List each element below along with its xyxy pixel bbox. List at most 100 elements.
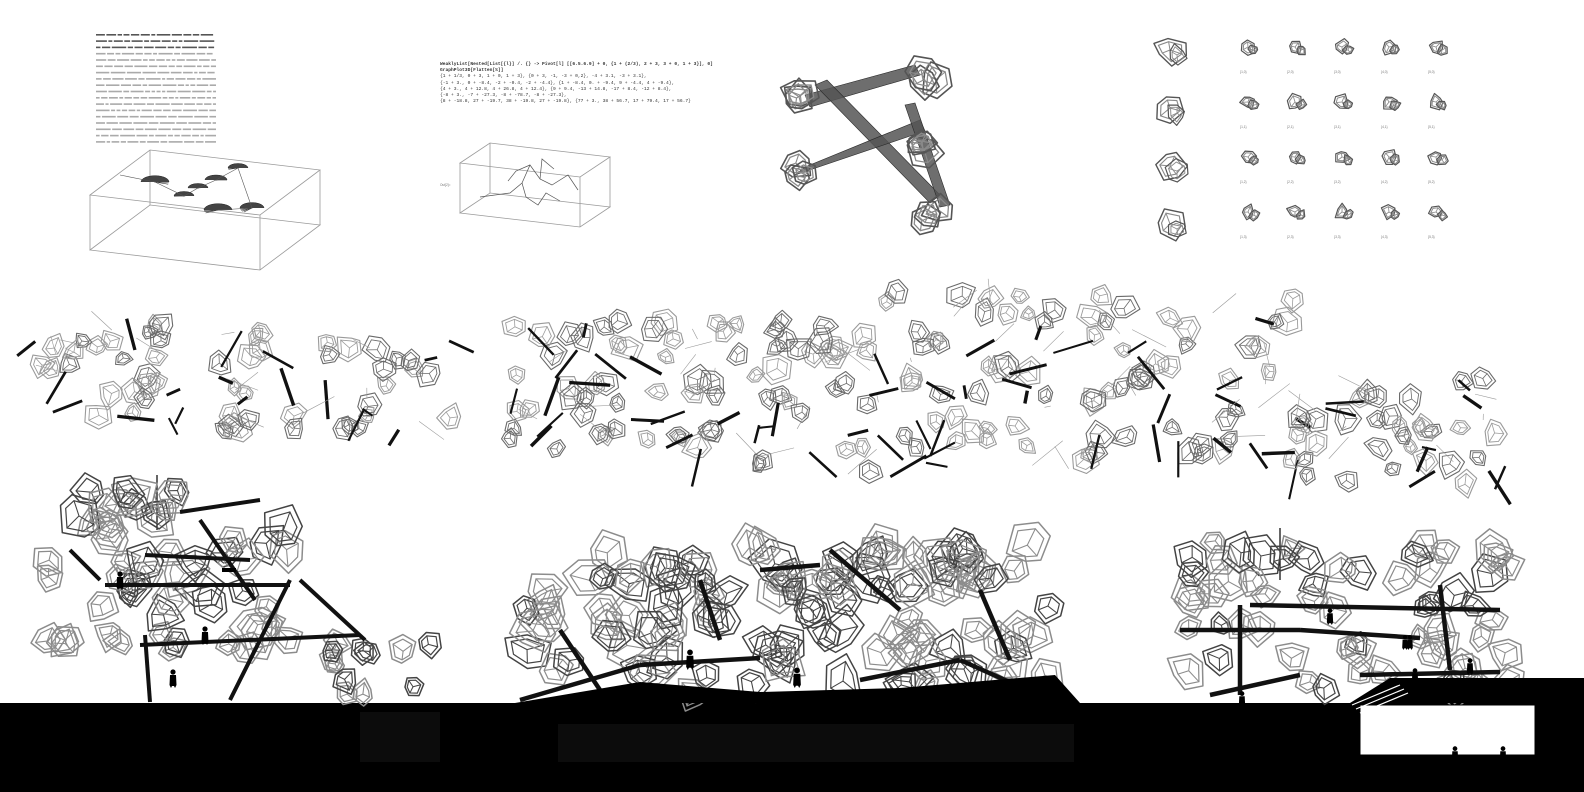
crystal-rib — [1435, 643, 1444, 651]
crystal-rib — [551, 355, 556, 366]
code-text-mark — [101, 97, 108, 99]
crystal-rib — [419, 372, 430, 374]
crystal-inner — [355, 681, 371, 704]
crystal-module — [583, 592, 624, 631]
crystal-outline — [1153, 37, 1188, 67]
crystal-rib — [981, 311, 986, 323]
crystal-rib — [73, 500, 80, 517]
code-text-mark — [130, 90, 144, 93]
crystal-rib — [898, 434, 905, 437]
code-text-mark — [172, 128, 182, 131]
crystal-inner — [1441, 454, 1461, 476]
crystal-rib — [729, 323, 737, 324]
code-text-mark — [140, 115, 155, 118]
crystal-rib — [603, 319, 606, 328]
crystal-outline — [324, 653, 346, 675]
crystal-rib — [653, 604, 667, 610]
crystal-rib — [255, 330, 261, 337]
crystal-rib — [971, 430, 981, 440]
crystal-module — [29, 354, 56, 380]
crystal-rib — [132, 588, 147, 591]
person-head — [794, 667, 800, 674]
crystal-rib — [880, 652, 888, 666]
crystal-rib — [991, 368, 1002, 371]
crystal-outline — [647, 581, 684, 630]
crystal-rib — [109, 521, 121, 527]
crystal-rib — [619, 573, 632, 584]
structural-strut — [690, 448, 703, 487]
crystal-outline — [1280, 288, 1304, 314]
crystal-rib — [603, 326, 612, 333]
crystal-rib — [1264, 587, 1269, 595]
crystal-outline — [41, 332, 65, 358]
crystal-module — [1438, 450, 1466, 480]
crystal-rib — [1250, 214, 1255, 217]
crystal-rib — [595, 609, 605, 620]
crystal-outline — [806, 616, 841, 653]
crystal-inner — [1438, 211, 1447, 220]
crystal-rib — [1159, 164, 1171, 167]
crystal-outline — [592, 372, 620, 397]
structural-strut — [52, 399, 83, 414]
code-text-mark — [203, 65, 210, 68]
crystal-inner — [522, 402, 537, 416]
crystal-outline — [1364, 385, 1387, 409]
crystal-rib — [1259, 616, 1261, 628]
crystal-inner — [702, 373, 721, 391]
code-text-mark — [121, 109, 128, 112]
crystal-inner — [109, 566, 134, 589]
crystal-rib — [976, 382, 981, 393]
person-head — [1402, 635, 1408, 640]
crystal-outline — [980, 355, 998, 377]
crystal-rib — [1443, 549, 1450, 560]
crystal-rib — [90, 491, 96, 501]
structural-strut — [1053, 339, 1094, 354]
crystal-rib — [704, 581, 713, 589]
crystal-module — [1112, 376, 1131, 398]
crystal-rib — [965, 537, 968, 554]
crystal-rib — [219, 643, 229, 648]
crystal-rib — [1397, 435, 1405, 437]
thin-connector — [1338, 375, 1372, 392]
crystal-rib — [137, 376, 147, 380]
crystal-module — [415, 361, 441, 388]
bounding-box-diagram-b — [458, 142, 612, 228]
crystal-rib — [1425, 598, 1427, 608]
crystal-module — [967, 378, 990, 406]
code-text-mark — [120, 141, 126, 143]
crystal-outline — [604, 568, 651, 602]
person-body — [686, 655, 694, 670]
crystal-rib — [1342, 569, 1352, 574]
crystal-module — [1145, 348, 1170, 375]
crystal-module — [1038, 384, 1054, 405]
crystal-inner — [1203, 534, 1223, 551]
crystal-rib — [409, 686, 414, 694]
crystal-outline — [556, 321, 583, 347]
code-text-mark — [134, 65, 148, 68]
crystal-rib — [987, 635, 1000, 643]
code-text-mark — [171, 103, 183, 105]
thin-connector — [735, 432, 758, 456]
thin-connector — [714, 367, 716, 374]
crystal-inner — [506, 421, 520, 434]
crystal-inner — [1473, 369, 1493, 387]
structural-strut — [753, 424, 761, 444]
crystal-module — [41, 332, 65, 358]
crystal-inner — [115, 479, 140, 505]
crystal-rib — [1367, 443, 1379, 448]
crystal-rib — [1177, 670, 1189, 675]
crystal-rib — [1340, 153, 1343, 158]
crystal-inner — [915, 340, 932, 354]
crystal-outline — [415, 361, 441, 388]
crystal-rib — [367, 415, 372, 418]
crystal-rib — [1386, 156, 1390, 163]
crystal-outline — [1097, 312, 1116, 331]
person-head — [117, 571, 123, 577]
crystal-rib — [1368, 396, 1378, 402]
crystal-rib — [1450, 595, 1455, 608]
crystal-outline — [906, 130, 939, 156]
code-text-mark — [117, 59, 130, 61]
person-body — [1326, 613, 1334, 625]
crystal-rib — [1239, 552, 1242, 568]
crystal-inner — [991, 358, 1014, 380]
